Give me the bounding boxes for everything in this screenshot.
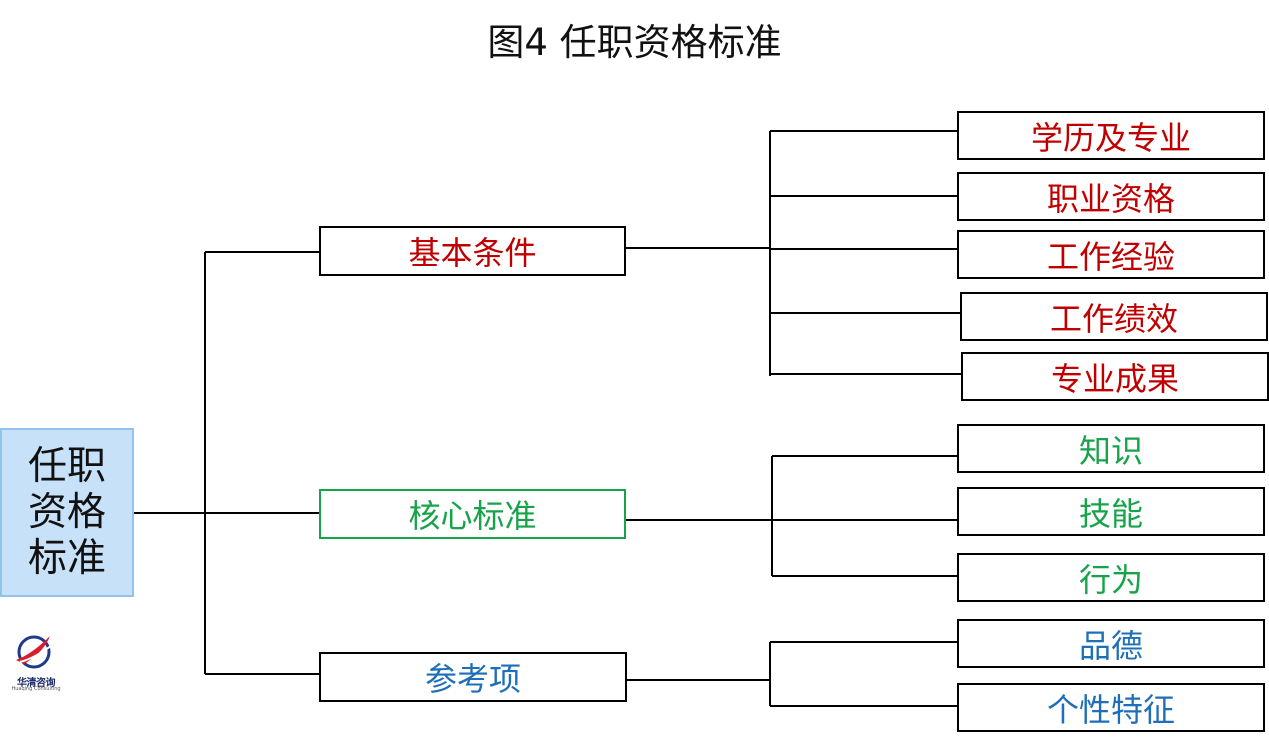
category-core-standards: 核心标准 xyxy=(319,489,626,539)
item-education: 学历及专业 xyxy=(957,111,1265,160)
item-skills: 技能 xyxy=(957,487,1265,536)
item-behavior: 行为 xyxy=(957,553,1265,602)
item-knowledge: 知识 xyxy=(957,424,1265,473)
item-personality: 个性特征 xyxy=(957,683,1265,732)
item-work-performance: 工作绩效 xyxy=(960,292,1268,341)
root-line-2: 资格 xyxy=(27,489,106,535)
logo-name: 华清咨询 xyxy=(17,678,56,689)
item-professional-results: 专业成果 xyxy=(961,352,1269,401)
item-morality: 品德 xyxy=(957,619,1265,668)
category-basic-conditions: 基本条件 xyxy=(319,226,626,276)
diagram-title: 图4 任职资格标准 xyxy=(487,21,782,64)
item-work-experience: 工作经验 xyxy=(957,230,1265,279)
item-qualification: 职业资格 xyxy=(957,172,1265,221)
logo-subtitle: Huaqing Consulting xyxy=(11,686,61,692)
root-node: 任职 资格 标准 xyxy=(0,428,134,597)
company-logo: 华清咨询 Huaqing Consulting xyxy=(10,632,62,694)
root-line-3: 标准 xyxy=(27,535,106,581)
logo-swoosh-icon xyxy=(16,635,57,669)
category-reference: 参考项 xyxy=(319,652,627,702)
root-line-1: 任职 xyxy=(27,443,106,489)
